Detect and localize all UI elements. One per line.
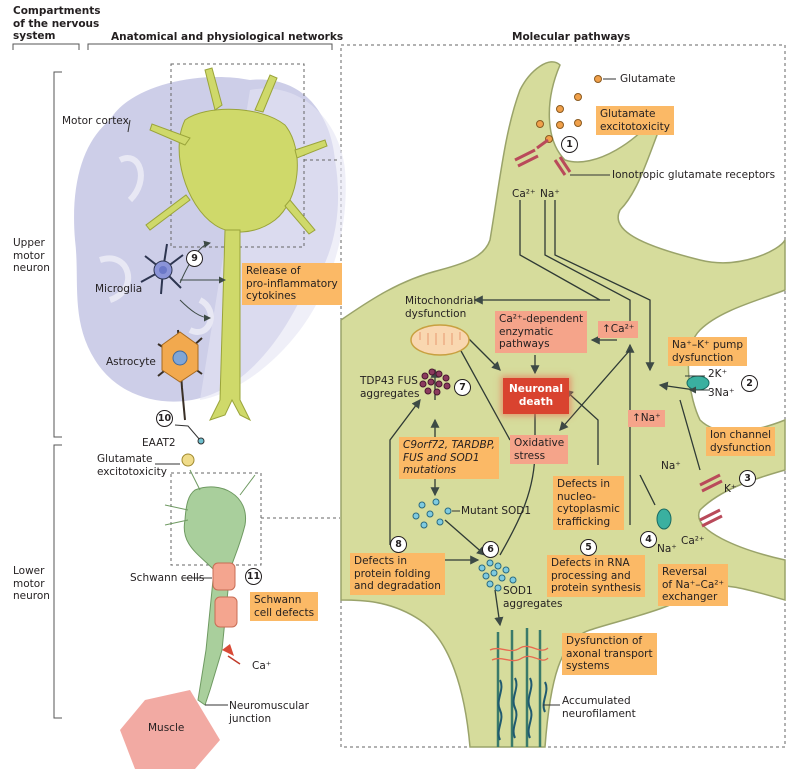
box-neuronal-death: Neuronal death bbox=[503, 378, 569, 414]
label-na-channel: Na⁺ bbox=[661, 460, 681, 472]
box-nucleocytoplasmic: Defects in nucleo- cytoplasmic trafficki… bbox=[553, 476, 624, 530]
box-axonal-transport: Dysfunction of axonal transport systems bbox=[562, 633, 657, 675]
label-k-channel: K⁺ bbox=[724, 483, 737, 495]
lower-zoom-frame bbox=[170, 472, 262, 566]
label-ca-influx: Ca²⁺ bbox=[512, 188, 536, 200]
upper-motor-neuron bbox=[145, 67, 328, 422]
box-ion-channel: Ion channel dysfunction bbox=[706, 427, 776, 456]
ionotropic-receptors bbox=[514, 138, 723, 528]
box-na-ca-exchanger: Reversal of Na⁺–Ca²⁺ exchanger bbox=[658, 564, 729, 606]
box-up-ca: ↑Ca²⁺ bbox=[598, 321, 639, 338]
marker-9: 9 bbox=[186, 250, 203, 267]
box-glutamate-excitotoxicity: Glutamate excitotoxicity bbox=[596, 106, 674, 135]
upper-bracket bbox=[53, 71, 62, 438]
label-motor-cortex: Motor cortex bbox=[62, 115, 129, 127]
anatomical-bracket bbox=[87, 43, 333, 50]
header-compartments: Compartments of the nervous system bbox=[13, 5, 101, 42]
schwann-cells bbox=[212, 562, 238, 628]
header-anatomical: Anatomical and physiological networks bbox=[111, 31, 344, 43]
label-na-influx: Na⁺ bbox=[540, 188, 560, 200]
tdp43-aggregates bbox=[419, 368, 451, 396]
box-oxidative-stress: Oxidative stress bbox=[510, 435, 569, 464]
mitochondrion bbox=[410, 324, 470, 356]
label-muscle: Muscle bbox=[148, 722, 185, 734]
sod1-aggregates bbox=[478, 559, 517, 592]
marker-3: 3 bbox=[739, 470, 756, 487]
label-schwann-cells: Schwann cells bbox=[130, 572, 205, 584]
marker-2: 2 bbox=[741, 375, 758, 392]
muscle-illustration bbox=[120, 690, 220, 769]
label-upper-motor-neuron: Upper motor neuron bbox=[13, 237, 50, 274]
label-tdp43-fus: TDP43 FUS aggregates bbox=[360, 375, 420, 400]
box-schwann-defects: Schwann cell defects bbox=[250, 592, 319, 621]
label-na-exchanger: Na⁺ bbox=[657, 543, 677, 555]
na-k-pump bbox=[686, 375, 710, 391]
label-3na: 3Na⁺ bbox=[708, 387, 735, 399]
label-glutamate-excitotoxicity-anatomy: Glutamate excitotoxicity bbox=[97, 453, 167, 478]
axonal-filaments bbox=[489, 628, 549, 747]
marker-7: 7 bbox=[454, 379, 471, 396]
box-protein-folding: Defects in protein folding and degradati… bbox=[350, 553, 445, 595]
marker-5: 5 bbox=[580, 539, 597, 556]
marker-10: 10 bbox=[156, 410, 173, 427]
box-rna-processing: Defects in RNA processing and protein sy… bbox=[547, 555, 646, 597]
label-neuromuscular-junction: Neuromuscular junction bbox=[229, 700, 309, 725]
lower-motor-neuron bbox=[164, 469, 256, 706]
box-mutations: C9orf72, TARDBP, FUS and SOD1 mutations bbox=[399, 437, 499, 479]
marker-11: 11 bbox=[245, 568, 262, 585]
compartments-bracket bbox=[12, 43, 80, 50]
na-ca-exchanger bbox=[656, 508, 672, 530]
box-ca-enzymatic: Ca²⁺-dependent enzymatic pathways bbox=[495, 311, 588, 353]
label-lower-motor-neuron: Lower motor neuron bbox=[13, 565, 50, 602]
astrocyte-cell bbox=[157, 329, 203, 421]
box-na-k-pump: Na⁺–K⁺ pump dysfunction bbox=[668, 337, 748, 366]
label-eaat2: EAAT2 bbox=[142, 437, 176, 449]
marker-6: 6 bbox=[482, 541, 499, 558]
label-astrocyte: Astrocyte bbox=[106, 356, 156, 368]
label-sod1-aggregates: SOD1 aggregates bbox=[503, 585, 563, 610]
box-cytokines: Release of pro-inflammatory cytokines bbox=[242, 263, 342, 305]
marker-1: 1 bbox=[561, 136, 578, 153]
label-ca-ion: Ca⁺ bbox=[252, 660, 272, 672]
label-accumulated-neurofilament: Accumulated neurofilament bbox=[562, 695, 636, 720]
label-2k: 2K⁺ bbox=[708, 368, 728, 380]
box-up-na: ↑Na⁺ bbox=[628, 410, 665, 427]
glutamate-molecules bbox=[536, 75, 602, 143]
marker-4: 4 bbox=[640, 531, 657, 548]
header-molecular: Molecular pathways bbox=[512, 31, 631, 43]
mutant-sod1-molecules bbox=[412, 498, 452, 529]
microglia-cell bbox=[140, 243, 184, 295]
label-mutant-sod1: Mutant SOD1 bbox=[461, 505, 532, 517]
label-ca-exchanger: Ca²⁺ bbox=[681, 535, 705, 547]
lower-bracket bbox=[53, 444, 62, 719]
label-mitochondrial-dysfunction: Mitochondrial dysfunction bbox=[405, 295, 477, 320]
label-microglia: Microglia bbox=[95, 283, 143, 295]
label-ionotropic-receptors: Ionotropic glutamate receptors bbox=[612, 169, 776, 181]
label-glutamate: Glutamate bbox=[620, 73, 676, 85]
marker-8: 8 bbox=[390, 536, 407, 553]
